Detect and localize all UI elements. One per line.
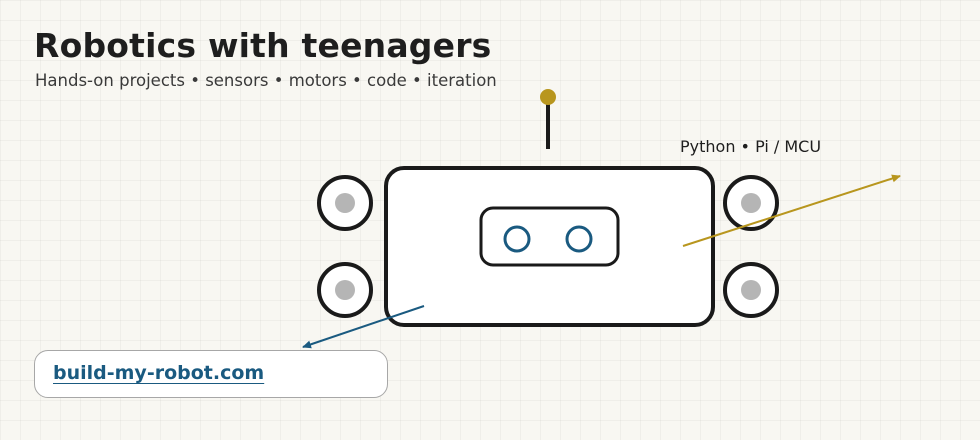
page-subtitle: Hands-on projects • sensors • motors • c…	[35, 71, 497, 90]
robot-face-panel	[479, 206, 620, 267]
tech-annotation-label: Python • Pi / MCU	[680, 137, 822, 156]
wheel-rear-right-icon	[723, 262, 779, 318]
eye-right-icon	[565, 225, 593, 253]
robot-site-link[interactable]: build-my-robot.com	[53, 362, 265, 384]
wheel-rear-left-icon	[317, 262, 373, 318]
eye-left-icon	[503, 225, 531, 253]
robot-icon	[317, 89, 779, 327]
link-card: build-my-robot.com	[34, 350, 388, 398]
page-title: Robotics with teenagers	[34, 26, 492, 65]
antenna-tip-icon	[540, 89, 556, 105]
wheel-front-left-icon	[317, 175, 373, 231]
arrow-up-right-icon	[682, 174, 901, 247]
wheel-front-right-icon	[723, 175, 779, 231]
arrow-down-left-icon	[302, 305, 425, 349]
